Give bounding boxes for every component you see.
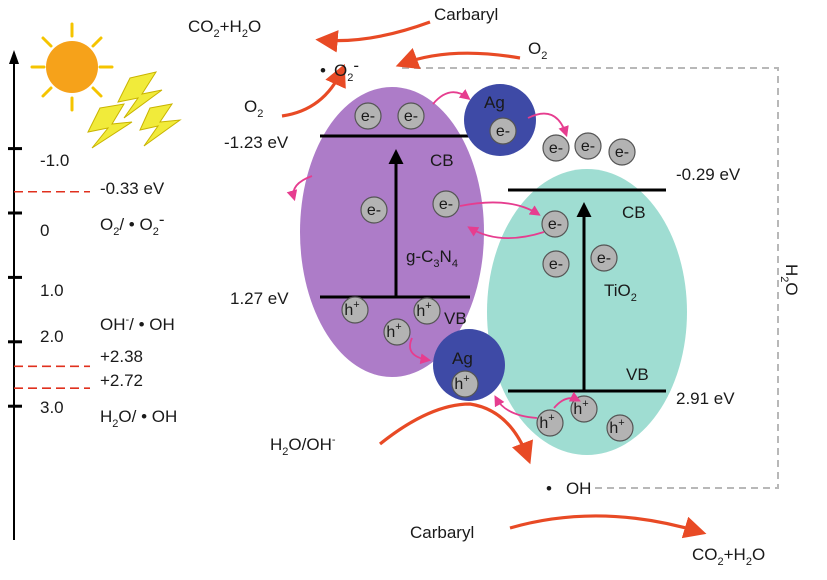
svg-text:e-: e- (548, 216, 562, 233)
tick-label: 0 (40, 221, 49, 240)
energy-scale: -1.0 0 1.0 2.0 3.0 -0.33 eV +2.38 +2.72 … (8, 50, 177, 540)
h2o-side-label: H2O (778, 264, 801, 296)
water-oxidation-arrow (379, 402, 533, 465)
o2-reduction-arrow-left (281, 63, 346, 118)
tick-label: 3.0 (40, 398, 64, 417)
transfer-arrow (527, 112, 569, 138)
electron: e- (590, 244, 618, 272)
electron: e- (397, 102, 425, 130)
transfer-arrow (286, 175, 313, 202)
electron: e- (542, 250, 570, 278)
svg-text:h+: h+ (386, 321, 401, 341)
hole: h+ (341, 296, 369, 324)
transfer-arrow (553, 391, 581, 409)
electron: e- (489, 117, 517, 145)
dashed-circuit (402, 67, 779, 489)
tick-label: -1.0 (40, 151, 69, 170)
tio2-vb-label: VB (626, 365, 649, 384)
reaction-arrows (281, 20, 707, 539)
svg-text:h+: h+ (416, 300, 431, 320)
ag-label-top: Ag (484, 93, 505, 112)
tio2-particle (487, 169, 687, 455)
hole: h+ (570, 395, 598, 423)
svg-text:e-: e- (549, 140, 563, 157)
carbaryl-label-bottom: Carbaryl (410, 523, 474, 542)
svg-text:e-: e- (361, 108, 375, 125)
electron: e- (360, 196, 388, 224)
transfer-arrow (467, 226, 545, 240)
gcn-cb-potential: -1.23 eV (224, 133, 289, 152)
h2o-oh-label: H2O/OH- (270, 434, 336, 458)
o2-label-right: O2 (528, 39, 547, 62)
svg-text:e-: e- (581, 138, 595, 155)
svg-text:e-: e- (615, 144, 629, 161)
electron: e- (574, 132, 602, 160)
electron: e- (354, 102, 382, 130)
hole: h+ (383, 318, 411, 346)
svg-text:e-: e- (367, 202, 381, 219)
electron: e- (432, 190, 460, 218)
svg-text:e-: e- (549, 256, 563, 273)
redox-couple-o2-superoxide: O2/ • O2- (100, 210, 165, 238)
gcn-vb-potential: 1.27 eV (230, 289, 289, 308)
svg-text:h+: h+ (539, 412, 554, 432)
tio2-vb-potential: 2.91 eV (676, 389, 735, 408)
electron: e- (542, 134, 570, 162)
reference-level-label: +2.72 (100, 371, 143, 390)
hole: h+ (536, 409, 564, 437)
svg-text:h+: h+ (609, 417, 624, 437)
hole: h+ (606, 414, 634, 442)
svg-text:h+: h+ (344, 299, 359, 319)
transfer-arrow (409, 337, 432, 365)
superoxide-radical-label: •O2- (320, 56, 359, 84)
charge-transfer-arrows (286, 89, 581, 419)
reference-level-label: -0.33 eV (100, 179, 165, 198)
gcn-vb-label: VB (444, 309, 467, 328)
electron: e- (608, 138, 636, 166)
tio2-band-structure: CB VB TiO2 -0.29 eV 2.91 eV (508, 165, 741, 408)
hole: h+ (413, 297, 441, 325)
o2-label-left: O2 (244, 97, 263, 120)
ag-nanoparticle-bottom (433, 329, 505, 401)
electron: e- (541, 210, 569, 238)
hydroxyl-radical-label: •OH (546, 479, 591, 498)
energy-axis-arrow-icon (9, 50, 19, 64)
transfer-arrow (459, 201, 541, 216)
carbaryl-degradation-arrow-top (315, 20, 431, 53)
o2-reduction-arrow-right (395, 48, 521, 69)
transfer-arrow (432, 89, 471, 105)
hole: h+ (451, 370, 479, 398)
gcn-cb-label: CB (430, 151, 454, 170)
svg-text:e-: e- (597, 250, 611, 267)
co2-h2o-label-bottom: CO2+H2O (692, 545, 765, 568)
svg-text:e-: e- (404, 108, 418, 125)
tio2-cb-potential: -0.29 eV (676, 165, 741, 184)
redox-couple-oh-hydroxyl: OH-/ • OH (100, 314, 175, 334)
redox-couple-h2o-hydroxyl: H2O/ • OH (100, 407, 177, 430)
co2-h2o-label-top: CO2+H2O (188, 17, 261, 40)
svg-text:h+: h+ (573, 398, 588, 418)
gcn-band-structure: CB VB g-C3N4 -1.23 eV 1.27 eV (224, 133, 470, 328)
transfer-arrow (494, 395, 538, 419)
tick-label: 2.0 (40, 327, 64, 346)
light-bolt-icon (87, 71, 182, 149)
reference-level-label: +2.38 (100, 347, 143, 366)
carbaryl-degradation-arrow-bottom (509, 514, 707, 539)
svg-text:h+: h+ (454, 373, 469, 393)
ag-label-bottom: Ag (452, 349, 473, 368)
gcn-name: g-C3N4 (406, 247, 458, 270)
tio2-cb-label: CB (622, 203, 646, 222)
svg-text:e-: e- (439, 196, 453, 213)
tick-label: 1.0 (40, 281, 64, 300)
sun-icon (30, 22, 114, 112)
svg-text:e-: e- (496, 123, 510, 140)
charge-carriers: e- e- e- e- e- e- e- e- e- e- e- h+ h+ h… (341, 102, 636, 442)
tio2-name: TiO2 (604, 281, 637, 304)
carbaryl-label-top: Carbaryl (434, 5, 498, 24)
